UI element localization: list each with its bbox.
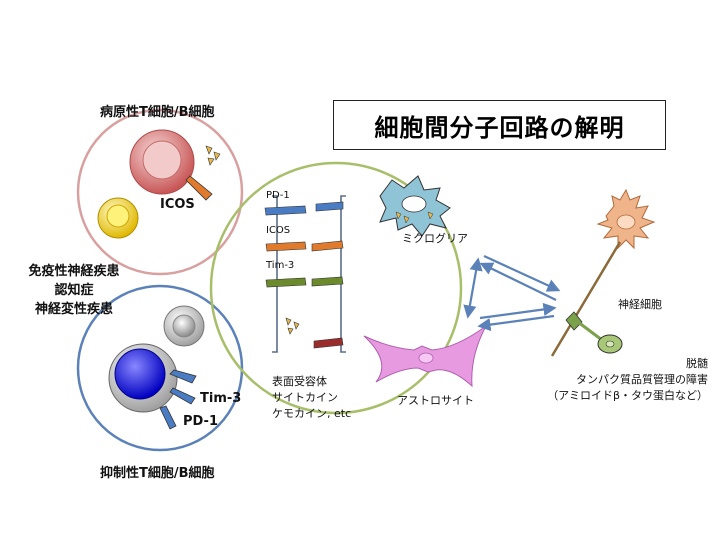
disease-list: 免疫性神経疾患 認知症 神経変性疾患: [8, 262, 140, 319]
receptor-label-icos: ICOS: [266, 225, 291, 236]
cytokine-icon: [205, 145, 221, 166]
receptor-tim3-left: [265, 277, 307, 288]
astrocyte-label: アストロサイト: [397, 394, 474, 407]
receptor-tim3-right: [311, 276, 344, 287]
tim3-cell-label: Tim-3: [200, 391, 242, 406]
grey-b-cell: [163, 305, 205, 347]
receptor-label-tim3: Tim-3: [266, 260, 295, 271]
neuron-icon: [550, 188, 656, 357]
suppressive-cell-circle: [76, 284, 244, 452]
arrows: [463, 255, 561, 332]
diagram-title: 細胞間分子回路の解明: [333, 100, 666, 150]
receptor-label-pd1: PD-1: [266, 190, 290, 201]
pathogenic-t-cell: [129, 129, 195, 195]
pathology-item: タンパク質品質管理の障害: [576, 373, 708, 386]
disease-item: 神経変性疾患: [34, 302, 113, 317]
receptor-pd1-right: [315, 201, 344, 212]
pathogenic-cells-label: 病原性T細胞/B細胞: [100, 105, 215, 120]
pathology-item: （アミロイドβ・タウ蛋白など）: [547, 389, 708, 402]
neuron-label: 神経細胞: [618, 298, 662, 311]
disease-item: 免疫性神経疾患: [28, 264, 120, 279]
microglia-icon: [379, 175, 451, 237]
astrocyte-icon: [363, 325, 487, 388]
pathology-list: 脱髄 タンパク質品質管理の障害 （アミロイドβ・タウ蛋白など）: [496, 356, 708, 404]
receptor-icos-left: [265, 241, 307, 252]
pathogenic-cell-circle: [76, 108, 244, 276]
pd1-cell-label: PD-1: [183, 414, 219, 429]
pd1-receptor-icon: [159, 405, 177, 430]
mediator-item: 表面受容体: [272, 375, 327, 388]
mediator-item: サイトカイン: [272, 391, 338, 404]
mediator-item: ケモカイン, etc: [272, 407, 352, 420]
suppressive-cells-label: 抑制性T細胞/B細胞: [100, 466, 215, 481]
microglia-label: ミクログリア: [402, 232, 468, 245]
icos-cell-label: ICOS: [160, 197, 195, 212]
receptor-icos-right: [311, 240, 344, 252]
receptor-other-right: [313, 337, 344, 349]
mediator-list: 表面受容体 サイトカイン ケモカイン, etc: [272, 374, 351, 422]
suppressive-t-cell: [108, 343, 178, 413]
cytokine-icon-small: [285, 317, 300, 335]
membrane-lines: [272, 195, 346, 353]
pathology-item: 脱髄: [686, 357, 708, 370]
cns-green-circle: [209, 161, 463, 415]
receptor-pd1-left: [264, 205, 307, 216]
disease-item: 認知症: [54, 283, 94, 298]
tim3-receptor-icon: [169, 369, 197, 405]
icos-receptor-icon: [185, 175, 213, 201]
yellow-b-cell: [97, 197, 139, 239]
